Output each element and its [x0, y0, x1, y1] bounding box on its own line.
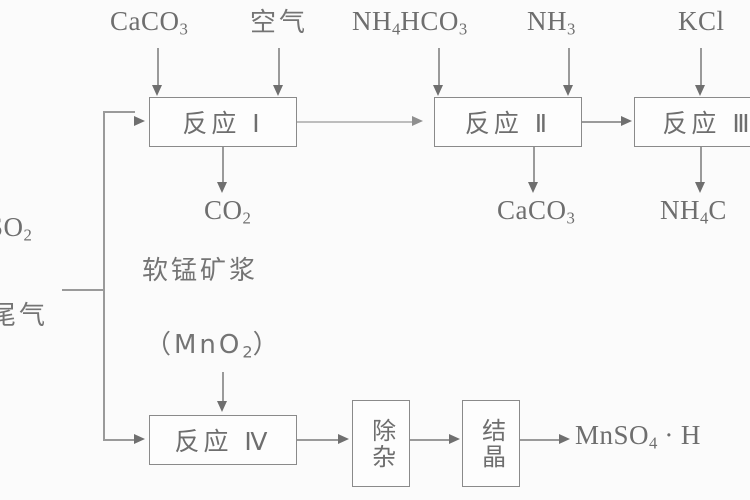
- link-crystallize-to-product: [520, 439, 560, 441]
- arrow-line-kcl-to-reaction3: [700, 48, 702, 88]
- ore-formula-close: ）: [252, 330, 282, 360]
- arrowhead-air-to-reaction1: [273, 85, 283, 96]
- reaction-1-box[interactable]: 反应 Ⅰ: [149, 97, 297, 147]
- arrow-line-reaction1-to-co2: [222, 147, 224, 185]
- link-reaction2-to-reaction3: [582, 121, 622, 123]
- arrow-line-reaction3-to-nh4cl: [700, 147, 702, 185]
- output-nh4cl-text: NH: [660, 195, 700, 225]
- arrowhead-nh3-to-reaction2: [563, 85, 573, 96]
- arrowhead-reaction3-to-nh4cl: [695, 182, 705, 193]
- input-label-tail-gas: 尾气: [0, 301, 49, 331]
- input-caco3-text: CaCO: [110, 6, 180, 36]
- input-nh4hco3-sub2: 3: [458, 19, 468, 39]
- output-nh4cl-tail: C: [708, 195, 727, 225]
- input-label-nh4hco3: NH4HCO3: [352, 8, 467, 38]
- purify-box[interactable]: 除杂: [352, 400, 410, 487]
- output-co2-text: CO: [204, 195, 243, 225]
- arrow-line-reaction2-to-caco3: [533, 147, 535, 185]
- reaction-3-box[interactable]: 反应 Ⅲ: [634, 97, 750, 147]
- arrowhead-purify-to-crystallize: [449, 434, 460, 444]
- output-nh4cl-sub: 4: [700, 208, 709, 228]
- purify-label: 除杂: [367, 417, 396, 470]
- reaction-3-label: 反应 Ⅲ: [662, 109, 750, 138]
- arrowhead-reaction1-to-reaction2: [412, 116, 423, 126]
- feed-line-so2-tailgas: [62, 289, 105, 291]
- branch-line-to-reaction4: [103, 439, 135, 441]
- input-caco3-sub: 3: [179, 19, 188, 39]
- arrowhead-reaction1-to-co2: [217, 182, 227, 193]
- input-nh4hco3-nh: NH: [352, 6, 392, 36]
- crystallize-label: 结晶: [477, 417, 506, 470]
- link-reaction1-to-reaction2: [297, 121, 412, 123]
- output-label-co2: CO2: [204, 197, 251, 227]
- arrow-line-ore-to-reaction4: [222, 372, 224, 404]
- input-so2-sub: 2: [23, 225, 32, 245]
- input-label-so2-gas: SO2: [0, 214, 32, 244]
- feed-bus-vertical: [103, 111, 105, 441]
- arrow-line-air-to-reaction1: [278, 48, 280, 88]
- arrow-line-caco3-to-reaction1: [157, 48, 159, 88]
- arrowhead-reaction2-to-caco3: [528, 182, 538, 193]
- output-label-caco3: CaCO3: [497, 197, 575, 227]
- input-label-ore-formula: （MnO2）: [145, 332, 282, 361]
- input-nh4hco3-sub1: 4: [392, 19, 401, 39]
- arrowhead-feed-to-reaction4: [134, 434, 145, 444]
- input-so2-text: SO: [0, 212, 24, 242]
- reaction-2-label: 反应 Ⅱ: [464, 109, 552, 138]
- ore-formula-sub: 2: [242, 342, 253, 362]
- arrowhead-reaction2-to-reaction3: [621, 116, 632, 126]
- product-hydrate-text: H: [680, 420, 701, 450]
- input-label-air: 空气: [250, 8, 309, 38]
- product-mnso4-text: MnSO: [575, 420, 650, 450]
- arrowhead-caco3-to-reaction1: [152, 85, 162, 96]
- arrowhead-ore-to-reaction4: [217, 401, 227, 412]
- arrowhead-crystallize-to-product: [559, 434, 570, 444]
- link-purify-to-crystallize: [410, 439, 450, 441]
- output-caco3-text: CaCO: [497, 195, 567, 225]
- input-label-kcl: KCl: [678, 6, 725, 36]
- output-caco3-sub: 3: [566, 208, 575, 228]
- reaction-4-label: 反应 Ⅳ: [174, 427, 272, 456]
- input-nh3-text: NH: [527, 6, 567, 36]
- arrow-line-nh3-to-reaction2: [568, 48, 570, 88]
- output-co2-sub: 2: [242, 208, 251, 228]
- input-nh4hco3-hco: HCO: [400, 6, 459, 36]
- arrow-line-nh4hco3-to-reaction2: [438, 48, 440, 88]
- reaction-1-label: 反应 Ⅰ: [182, 109, 264, 138]
- arrowhead-nh4hco3-to-reaction2: [433, 85, 443, 96]
- arrowhead-kcl-to-reaction3: [695, 85, 705, 96]
- reaction-4-box[interactable]: 反应 Ⅳ: [149, 415, 297, 465]
- link-reaction4-to-purify: [297, 439, 339, 441]
- input-nh3-sub: 3: [567, 19, 576, 39]
- arrowhead-reaction4-to-purify: [338, 434, 349, 444]
- output-label-nh4cl: NH4C: [660, 197, 727, 227]
- product-dot-separator: ·: [664, 420, 674, 450]
- output-label-product: MnSO4 ·H: [575, 422, 701, 452]
- product-mnso4-sub: 4: [649, 433, 658, 453]
- arrowhead-feed-to-reaction1: [134, 116, 145, 126]
- input-label-nh3: NH3: [527, 8, 575, 38]
- input-label-ore-slurry: 软锰矿浆: [142, 256, 259, 286]
- branch-line-to-reaction1: [103, 111, 135, 113]
- input-label-caco3: CaCO3: [110, 8, 188, 38]
- reaction-2-box[interactable]: 反应 Ⅱ: [434, 97, 582, 147]
- ore-formula-open: （MnO: [145, 330, 243, 360]
- crystallize-box[interactable]: 结晶: [462, 400, 520, 487]
